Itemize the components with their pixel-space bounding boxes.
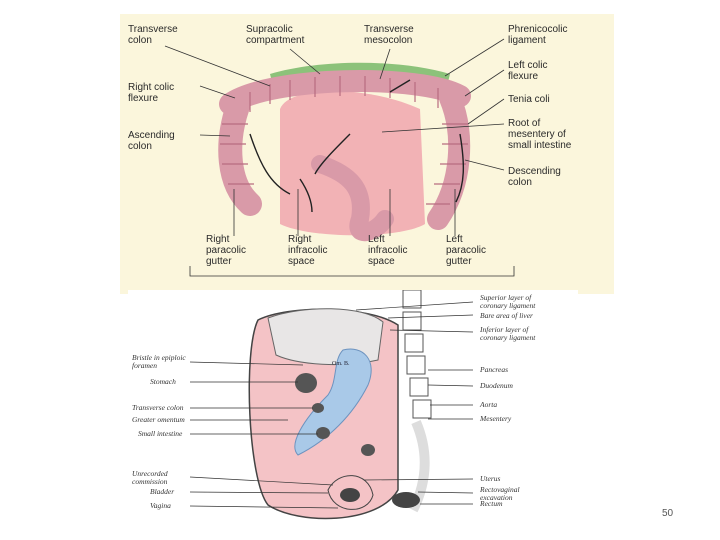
colon-compartments-figure: Transverse colon Supracolic compartment … — [120, 14, 614, 294]
label-duodenum: Duodenum — [480, 381, 513, 390]
label-pancreas: Pancreas — [480, 365, 509, 374]
posterior-wall — [280, 90, 425, 236]
rectum-section — [392, 492, 420, 508]
label-inferior-coronary-layer: Inferior layer of coronary ligament — [480, 325, 536, 342]
omental-bursa-shape — [294, 348, 372, 456]
label-small-intestine: Small intestine — [138, 429, 183, 438]
label-tenia-coli: Tenia coli — [508, 94, 550, 105]
vertebral-column — [402, 290, 432, 513]
sagittal-section-illustration — [189, 290, 474, 520]
label-bladder: Bladder — [150, 487, 175, 496]
uterus-section — [340, 488, 360, 502]
intestine-loop-section — [361, 444, 375, 456]
leader-lines — [164, 38, 515, 277]
haustra-marks — [220, 76, 468, 205]
label-right-colic-flexure: Right colic flexure — [128, 82, 175, 104]
label-uterus: Uterus — [480, 474, 501, 483]
label-left-paracolic-gutter: Left paracolic gutter — [446, 234, 487, 267]
label-rectouterine: Rectovaginal excavation — [480, 485, 520, 502]
label-right-paracolic-gutter: Right paracolic gutter — [206, 234, 247, 267]
sigmoid-shape — [311, 155, 394, 242]
flow-arrows — [249, 79, 465, 213]
transverse-colon-section — [312, 403, 324, 413]
small-intestine-section — [316, 427, 330, 439]
label-root-of-mesentery: Root of mesentery of small intestine — [508, 118, 572, 151]
ascending-colon-shape — [218, 94, 262, 216]
colon-illustration — [164, 38, 515, 277]
label-bristle-epiploic-foramen: Bristle in epiploic foramen — [132, 353, 186, 370]
label-rectum: Rectum — [480, 499, 503, 508]
label-left-infracolic-space: Left infracolic space — [368, 234, 408, 267]
label-transverse-mesocolon: Transverse mesocolon — [364, 24, 414, 46]
label-ascending-colon: Ascending colon — [128, 130, 175, 152]
label-greater-omentum: Greater omentum — [132, 415, 185, 424]
descending-colon-shape — [427, 87, 471, 230]
label-vagina: Vagina — [150, 501, 171, 510]
label-mesentery: Mesentery — [480, 414, 512, 423]
label-aorta: Aorta — [480, 400, 498, 409]
label-urachal: Unrecorded commission — [132, 469, 168, 486]
label-right-infracolic-space: Right infracolic space — [288, 234, 328, 267]
bottom-leader-lines — [189, 301, 474, 509]
label-left-colic-flexure: Left colic flexure — [508, 60, 548, 82]
peritoneum-sagittal-figure: Superior layer of coronary ligament Bare… — [128, 290, 578, 535]
label-transverse-colon-section: Transverse colon — [132, 403, 184, 412]
label-descending-colon: Descending colon — [508, 166, 561, 188]
label-superior-coronary-layer: Superior layer of coronary ligament — [480, 293, 536, 310]
label-phrenicocolic-ligament: Phrenicocolic ligament — [508, 24, 568, 46]
page-number: 50 — [662, 508, 674, 519]
label-stomach: Stomach — [150, 377, 176, 386]
label-transverse-colon: Transverse colon — [128, 24, 178, 46]
stomach-section — [295, 373, 317, 393]
label-bare-area-liver: Bare area of liver — [480, 311, 533, 320]
label-supracolic-compartment: Supracolic compartment — [246, 24, 305, 46]
label-omental-bursa: Om. B. — [332, 361, 350, 367]
